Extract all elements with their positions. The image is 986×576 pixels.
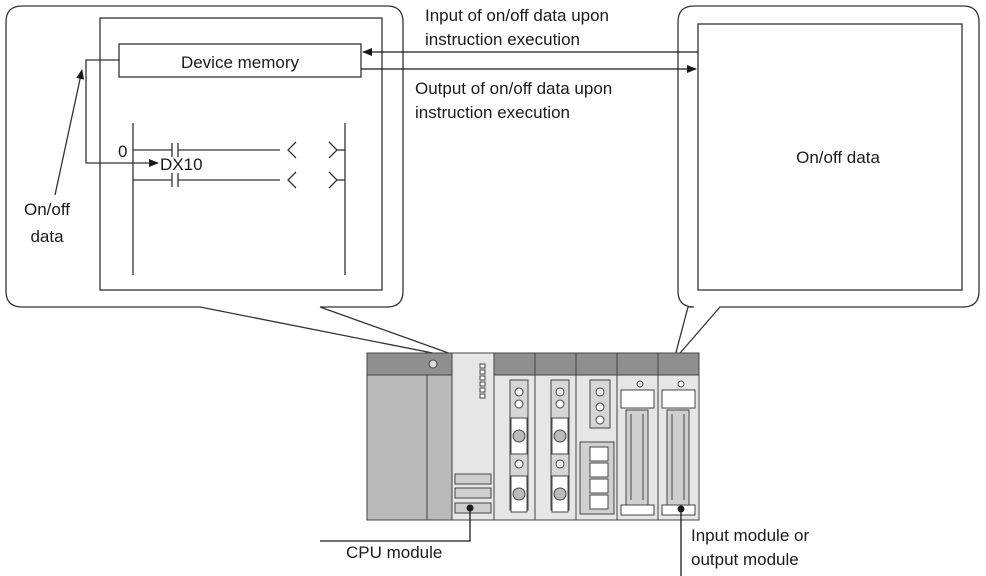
on-off-data-left-label-line2: data — [30, 227, 64, 246]
io-module-5 — [657, 352, 700, 521]
device-memory-to-dx10-path — [85, 59, 159, 167]
on-off-data-box — [697, 23, 963, 291]
io-module-3 — [575, 352, 618, 521]
io-module-4 — [616, 352, 659, 521]
io-module-1 — [493, 352, 536, 521]
contact-rung-2 — [133, 171, 345, 189]
output-of-data-label-line1: Output of on/off data upon — [415, 79, 612, 98]
output-of-data-label-line2: instruction execution — [415, 103, 570, 122]
io-callout: On/off data — [673, 5, 980, 361]
io-module-2 — [534, 352, 577, 521]
plc-rack — [366, 352, 700, 521]
input-of-data-label-line1: Input of on/off data upon — [425, 6, 609, 25]
cpu-module-unit — [451, 352, 495, 521]
io-module-leader-dot — [677, 505, 685, 513]
on-off-data-right-label: On/off data — [796, 148, 880, 167]
input-of-data-label-line2: instruction execution — [425, 30, 580, 49]
cpu-module-label: CPU module — [346, 543, 442, 562]
cpu-module-leader-dot — [466, 504, 474, 512]
on-off-data-pointer — [54, 69, 85, 196]
on-off-data-left-label-line1: On/off — [24, 200, 70, 219]
device-memory-label: Device memory — [181, 53, 300, 72]
io-module-label-line2: output module — [691, 550, 799, 569]
io-module-label-line1: Input module or — [691, 526, 809, 545]
step-number-label: 0 — [118, 142, 127, 161]
device-dx10-label: DX10 — [160, 155, 203, 174]
power-supply-module — [366, 352, 453, 521]
cpu-module-leader — [320, 508, 471, 542]
cpu-callout: Device memory 0 DX10 — [5, 5, 469, 361]
contact-rung-1 — [133, 141, 345, 159]
